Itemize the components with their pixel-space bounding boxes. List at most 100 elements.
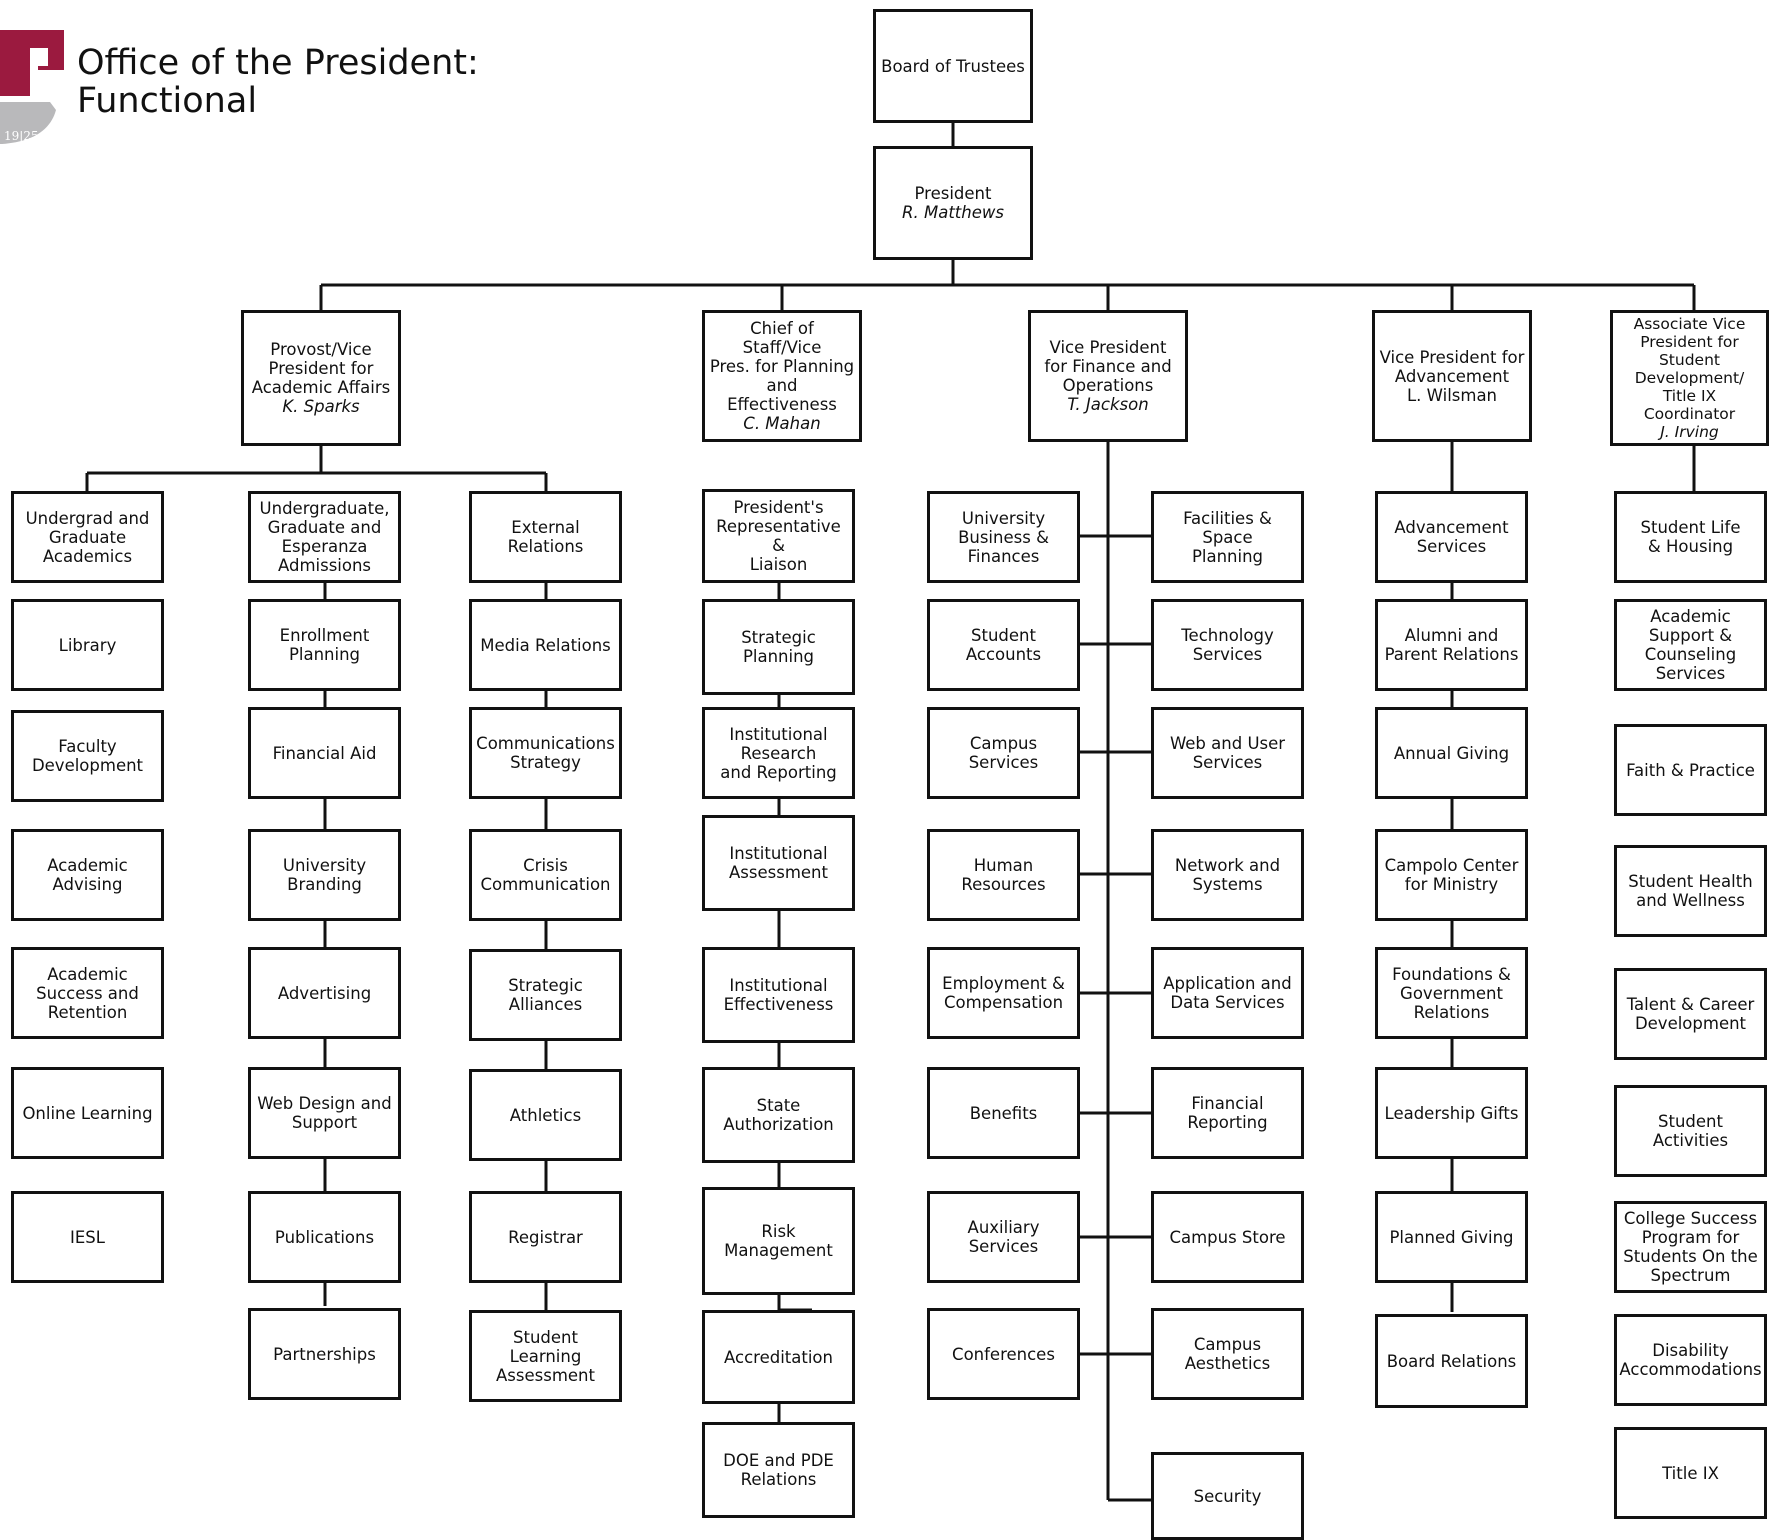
unit-label: University Business & Finances [958, 508, 1049, 566]
unit-box: Risk Management [702, 1187, 855, 1295]
unit-label: Alumni and Parent Relations [1384, 626, 1519, 664]
unit-label: Financial Reporting [1187, 1094, 1268, 1132]
unit-box: Annual Giving [1375, 707, 1528, 799]
unit-box: Financial Aid [248, 707, 401, 799]
unit-box: Advertising [248, 947, 401, 1039]
unit-box: Advancement Services [1375, 491, 1528, 583]
exec-title: Vice President for Finance and Operation… [1044, 338, 1172, 395]
unit-box: Financial Reporting [1151, 1067, 1304, 1159]
unit-label: Employment & Compensation [942, 974, 1065, 1012]
unit-label: Athletics [509, 1105, 582, 1125]
unit-box: Faculty Development [11, 710, 164, 802]
vp-finance-box: Vice President for Finance and Operation… [1028, 310, 1188, 442]
unit-label: Risk Management [724, 1222, 833, 1260]
unit-label: Academic Support & Counseling Services [1644, 607, 1737, 683]
exec-name: K. Sparks [282, 397, 360, 416]
unit-label: Leadership Gifts [1384, 1103, 1519, 1123]
unit-label: Media Relations [480, 635, 611, 655]
unit-box: Academic Success and Retention [11, 947, 164, 1039]
unit-box: Academic Advising [11, 829, 164, 921]
unit-label: State Authorization [723, 1096, 834, 1134]
unit-label: Application and Data Services [1163, 974, 1292, 1012]
board-label: Board of Trustees [881, 56, 1025, 76]
unit-box: President's Representative & Liaison [702, 489, 855, 583]
unit-label: External Relations [507, 518, 584, 556]
unit-box: University Business & Finances [927, 491, 1080, 583]
unit-label: Benefits [969, 1103, 1038, 1123]
unit-label: Board Relations [1386, 1351, 1517, 1371]
exec-title: Associate Vice President for Student Dev… [1633, 315, 1746, 423]
unit-label: Student Accounts [965, 626, 1042, 664]
unit-label: Faculty Development [31, 737, 144, 775]
unit-label: Institutional Effectiveness [723, 976, 834, 1014]
unit-label: Financial Aid [272, 743, 377, 763]
unit-box: Employment & Compensation [927, 947, 1080, 1039]
unit-box: Online Learning [11, 1067, 164, 1159]
unit-box: Student Activities [1614, 1085, 1767, 1177]
exec-title: Provost/Vice President for Academic Affa… [251, 340, 391, 397]
unit-box: Undergraduate, Graduate and Esperanza Ad… [248, 491, 401, 583]
unit-label: Web Design and Support [257, 1094, 392, 1132]
unit-box: Web Design and Support [248, 1067, 401, 1159]
unit-box: Strategic Alliances [469, 949, 622, 1041]
page-title: Office of the President: Functional [77, 43, 479, 121]
unit-label: Planned Giving [1389, 1227, 1514, 1247]
unit-label: Academic Success and Retention [36, 964, 139, 1022]
unit-box: Conferences [927, 1308, 1080, 1400]
unit-box: Security [1151, 1452, 1304, 1540]
unit-label: Library [58, 635, 117, 655]
unit-label: Strategic Alliances [508, 976, 583, 1014]
unit-label: Faith & Practice [1626, 760, 1755, 780]
unit-label: Undergraduate, Graduate and Esperanza Ad… [259, 499, 390, 575]
unit-label: Disability Accommodations [1619, 1341, 1762, 1379]
unit-box: Leadership Gifts [1375, 1067, 1528, 1159]
unit-label: Web and User Services [1169, 734, 1286, 772]
exec-title: Chief of Staff/Vice Pres. for Planning a… [709, 319, 855, 414]
unit-label: Institutional Assessment [729, 844, 828, 882]
svg-text:19|25: 19|25 [4, 129, 39, 143]
unit-box: Foundations & Government Relations [1375, 947, 1528, 1039]
unit-label: Human Resources [961, 856, 1046, 894]
unit-label: Undergrad and Graduate Academics [25, 508, 150, 566]
unit-box: Benefits [927, 1067, 1080, 1159]
unit-box: Network and Systems [1151, 829, 1304, 921]
unit-box: Title IX [1614, 1427, 1767, 1519]
unit-box: Student Health and Wellness [1614, 845, 1767, 937]
unit-box: Board Relations [1375, 1314, 1528, 1408]
unit-label: Campolo Center for Ministry [1384, 856, 1519, 894]
unit-label: Student Learning Assessment [496, 1327, 595, 1385]
unit-box: Institutional Effectiveness [702, 947, 855, 1043]
unit-box: Human Resources [927, 829, 1080, 921]
unit-box: IESL [11, 1191, 164, 1283]
unit-box: Institutional Assessment [702, 815, 855, 911]
unit-label: Academic Advising [47, 856, 128, 894]
avp-student-dev-box: Associate Vice President for Student Dev… [1610, 310, 1769, 446]
unit-box: Auxiliary Services [927, 1191, 1080, 1283]
unit-box: Student Life & Housing [1614, 491, 1767, 583]
unit-box: Disability Accommodations [1614, 1314, 1767, 1406]
unit-box: External Relations [469, 491, 622, 583]
unit-box: Student Accounts [927, 599, 1080, 691]
unit-label: Annual Giving [1393, 743, 1510, 763]
unit-box: Accreditation [702, 1310, 855, 1404]
unit-label: Communications Strategy [476, 734, 615, 772]
unit-label: College Success Program for Students On … [1623, 1209, 1758, 1285]
unit-label: Title IX [1662, 1463, 1719, 1483]
unit-label: Technology Services [1181, 626, 1274, 664]
unit-box: Student Learning Assessment [469, 1310, 622, 1402]
unit-box: Campus Aesthetics [1151, 1308, 1304, 1400]
unit-box: Institutional Research and Reporting [702, 707, 855, 799]
unit-label: Network and Systems [1174, 856, 1281, 894]
unit-label: Student Activities [1652, 1112, 1729, 1150]
unit-box: Talent & Career Development [1614, 968, 1767, 1060]
unit-label: University Branding [282, 856, 367, 894]
unit-label: Enrollment Planning [279, 626, 370, 664]
chief-of-staff-box: Chief of Staff/Vice Pres. for Planning a… [702, 310, 862, 442]
unit-box: Enrollment Planning [248, 599, 401, 691]
unit-label: Foundations & Government Relations [1392, 964, 1511, 1022]
unit-box: University Branding [248, 829, 401, 921]
exec-title: Vice President for Advancement [1379, 347, 1525, 386]
unit-label: DOE and PDE Relations [723, 1451, 834, 1489]
unit-box: Partnerships [248, 1308, 401, 1400]
unit-box: Crisis Communication [469, 829, 622, 921]
